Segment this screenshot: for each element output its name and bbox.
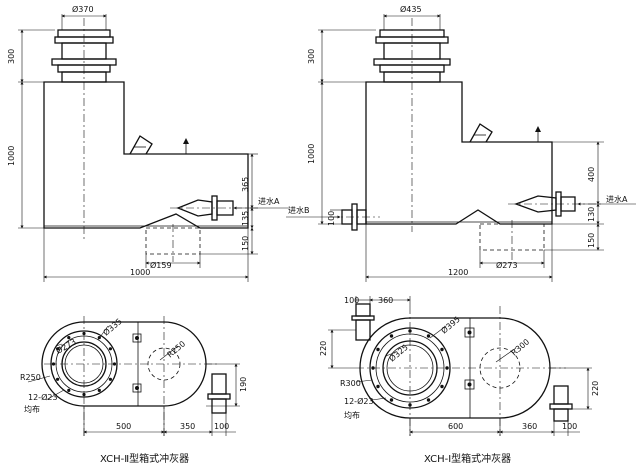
right-dim-top-dia: Ø435 [400,4,422,14]
right-inlet-b-nozzle [330,203,380,231]
left-elevation-view: Ø370 300 1000 365 135 150 1000 Ø159 进水A [7,4,290,282]
left-dim-height-top: 300 [7,49,16,64]
left-plan-outline [41,321,207,407]
right-plan-top-nozzle [351,303,375,341]
right-plan-dim-holes: 12-Ø23 [344,396,374,406]
left-plan-dim-350: 350 [180,422,195,431]
right-body-outline [365,81,553,225]
left-dim-top-dia: Ø370 [72,4,94,14]
right-plan-dim-360-bottom: 360 [522,422,537,431]
left-water-in-a: 进水A [258,196,280,206]
left-dim-width: 1000 [130,268,150,277]
right-water-in-b: 进水B [288,205,310,215]
left-dim-height-main: 1000 [7,146,16,166]
left-dim-135: 135 [241,211,250,226]
right-plan-dim-395: Ø395 [439,314,462,336]
right-dim-height-top: 300 [307,49,316,64]
right-dim-height-main: 1000 [307,144,316,164]
right-plan-dim-100: 100 [344,296,359,305]
left-inlet-nozzle [170,195,258,221]
left-plan-dim-100: 100 [214,422,229,431]
left-dim-150: 150 [241,236,250,251]
right-plan-dim-100-bottom: 100 [562,422,577,431]
right-dim-400: 400 [587,167,596,182]
right-dim-150: 150 [587,233,596,248]
right-plan-dim-220-left: 220 [319,341,328,356]
right-dim-width: 1200 [448,268,468,277]
right-plan-dim-r300-left: R300 [340,379,361,388]
right-dim-outlet-dia: Ø273 [496,260,518,270]
right-dim-130: 130 [587,207,596,222]
left-plan-bolts [132,333,142,393]
left-dim-outlet-dia: Ø159 [150,260,172,270]
left-plan-dim-273: Ø273 [54,336,78,355]
right-plan-outline [359,317,551,419]
left-plan-dim-335: Ø335 [101,316,124,338]
right-plan-view: 100 360 220 Ø395 Ø325 R300 R300 12-Ø23 均… [319,296,600,436]
left-plan-dim-190: 190 [239,377,248,392]
left-plan-dim-holes: 12-Ø23 [28,392,58,402]
right-caption: XCH-Ⅰ型箱式冲灰器 [424,452,511,465]
right-plan-bolts [464,327,475,390]
left-plan-view: Ø273 Ø335 R250 R250 12-Ø23 均布 190 500 35… [20,316,248,436]
right-plan-dim-360-top: 360 [378,296,393,305]
left-dim-365: 365 [241,177,250,192]
left-plan-dim-r250-left: R250 [20,373,41,382]
left-plan-nozzle [207,373,231,414]
right-plan-dim-600: 600 [448,422,463,431]
left-plan-dim-r250-right: R250 [166,339,188,359]
left-plan-dim-500: 500 [116,422,131,431]
right-plan-even: 均布 [344,410,360,420]
left-body-outline [43,81,249,229]
right-water-in-a: 进水A [606,194,628,204]
right-dim-100: 100 [327,211,336,226]
left-plan-even: 均布 [24,404,40,414]
right-plan-bottom-nozzle [549,385,573,422]
left-caption: XCH-Ⅱ型箱式冲灰器 [100,452,189,465]
right-elevation-view: Ø435 300 1000 400 130 150 100 1200 Ø273 … [286,4,636,282]
right-plan-dim-r300-right: R300 [510,337,532,357]
right-plan-dim-220-right: 220 [591,381,600,396]
